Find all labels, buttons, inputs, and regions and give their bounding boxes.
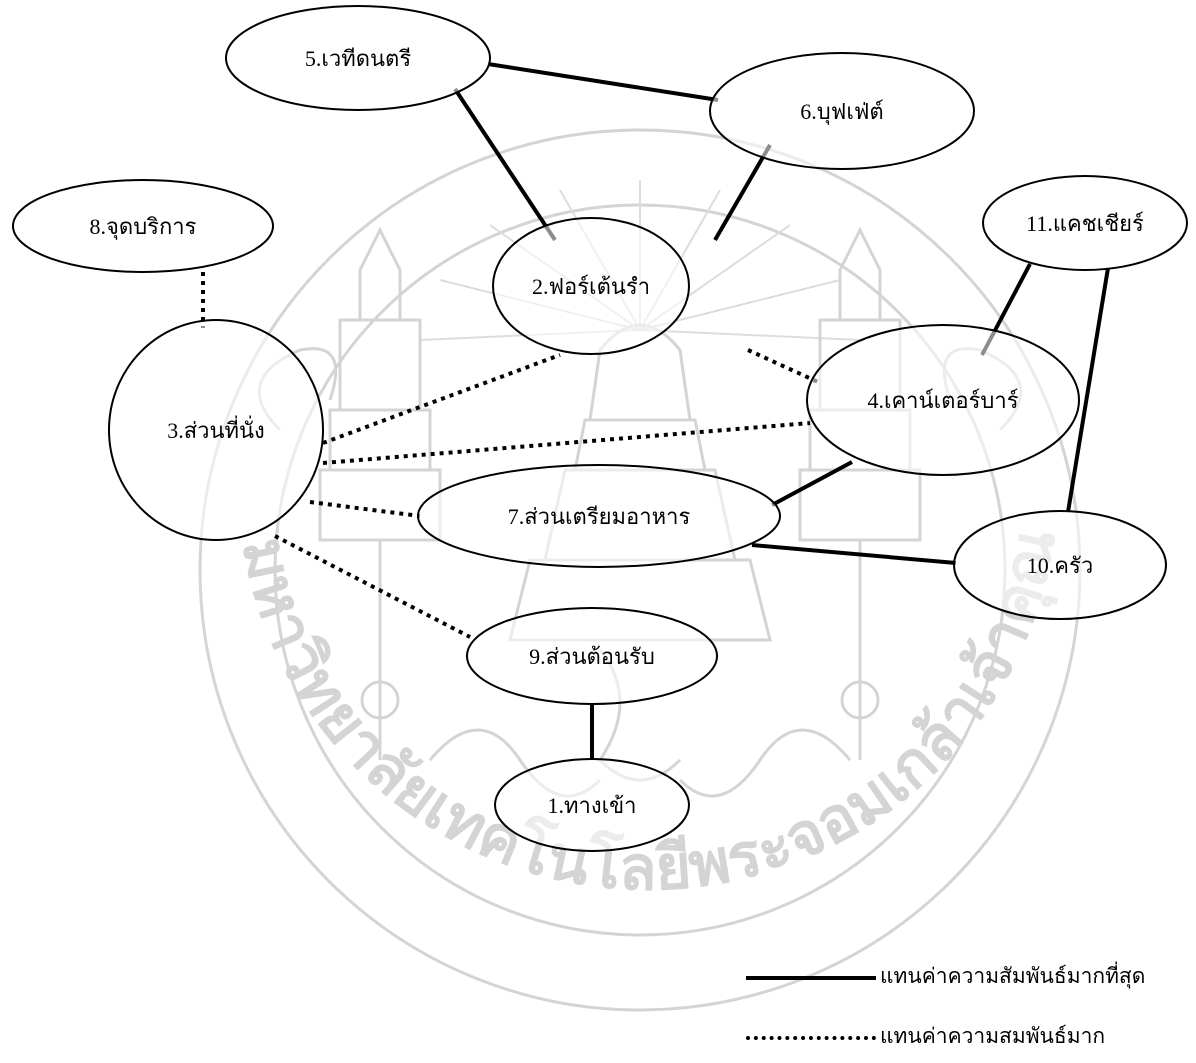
- node-n11: 11.แคชเชียร์: [982, 175, 1188, 271]
- node-n2: 2.ฟอร์เต้นรำ: [492, 217, 690, 355]
- node-label: 5.เวทีดนตรี: [305, 46, 411, 71]
- node-label: 11.แคชเชียร์: [1026, 211, 1144, 236]
- node-n5: 5.เวทีดนตรี: [225, 5, 491, 111]
- node-ellipse: [466, 607, 718, 705]
- node-n3: 3.ส่วนที่นั่ง: [108, 319, 324, 541]
- legend-strong-label: แทนค่าความสมพันธ์มาก: [880, 1024, 1106, 1048]
- node-ellipse: [494, 758, 690, 852]
- edge-n7-n10: [751, 543, 957, 565]
- node-label: 1.ทางเข้า: [547, 793, 636, 818]
- node-label: 2.ฟอร์เต้นรำ: [532, 274, 650, 299]
- node-ellipse: [806, 324, 1080, 476]
- edge-n4-n7: [771, 460, 853, 507]
- node-n8: 8.จุดบริการ: [12, 179, 274, 273]
- edges-layer: [201, 62, 1110, 760]
- node-ellipse: [492, 217, 690, 355]
- node-n6: 6.บุฟเฟ่ต์: [709, 52, 975, 170]
- legend-strong: แทนค่าความสมพันธ์มาก: [746, 1020, 1196, 1054]
- edge-n3-n9: [274, 534, 471, 639]
- node-ellipse: [982, 175, 1188, 271]
- edge-n11-n10: [1066, 267, 1110, 513]
- node-n4: 4.เคาน์เตอร์บาร์: [806, 324, 1080, 476]
- node-ellipse: [108, 319, 324, 541]
- node-label: 6.บุฟเฟ่ต์: [800, 99, 883, 125]
- node-ellipse: [225, 5, 491, 111]
- edge-n3-n7: [309, 500, 421, 518]
- node-n9: 9.ส่วนต้อนรับ: [466, 607, 718, 705]
- edge-n3-n2: [322, 353, 561, 445]
- node-label: 10.ครัว: [1027, 553, 1093, 578]
- edge-n5-n2: [453, 87, 557, 242]
- legend-dotted-line: [746, 1036, 876, 1040]
- legend-solid-line: [746, 976, 876, 980]
- node-label: 7.ส่วนเตรียมอาหาร: [508, 504, 691, 529]
- edge-n3-n4: [322, 421, 811, 465]
- nodes-layer: 5.เวทีดนตรี 6.บุฟเฟ่ต์ 8.จุดบริการ 11.แคชเช…: [12, 5, 1188, 852]
- node-label: 4.เคาน์เตอร์บาร์: [867, 388, 1018, 413]
- node-ellipse: [417, 464, 781, 568]
- node-n7: 7.ส่วนเตรียมอาหาร: [417, 464, 781, 568]
- node-ellipse: [12, 179, 274, 273]
- edge-n2-n4: [747, 348, 819, 384]
- node-ellipse: [953, 510, 1167, 620]
- node-label: 8.จุดบริการ: [90, 214, 197, 240]
- node-n10: 10.ครัว: [953, 510, 1167, 620]
- edge-n6-n2: [713, 143, 772, 242]
- legend-strongest-label: แทนค่าความสัมพันธ์มากที่สุด: [880, 964, 1146, 988]
- node-ellipse: [709, 52, 975, 170]
- edge-n5-n6: [487, 62, 719, 102]
- node-label: 3.ส่วนที่นั่ง: [167, 415, 265, 443]
- legend-strongest: แทนค่าความสัมพันธ์มากที่สุด: [746, 960, 1196, 994]
- node-n1: 1.ทางเข้า: [494, 758, 690, 852]
- node-label: 9.ส่วนต้อนรับ: [529, 644, 655, 669]
